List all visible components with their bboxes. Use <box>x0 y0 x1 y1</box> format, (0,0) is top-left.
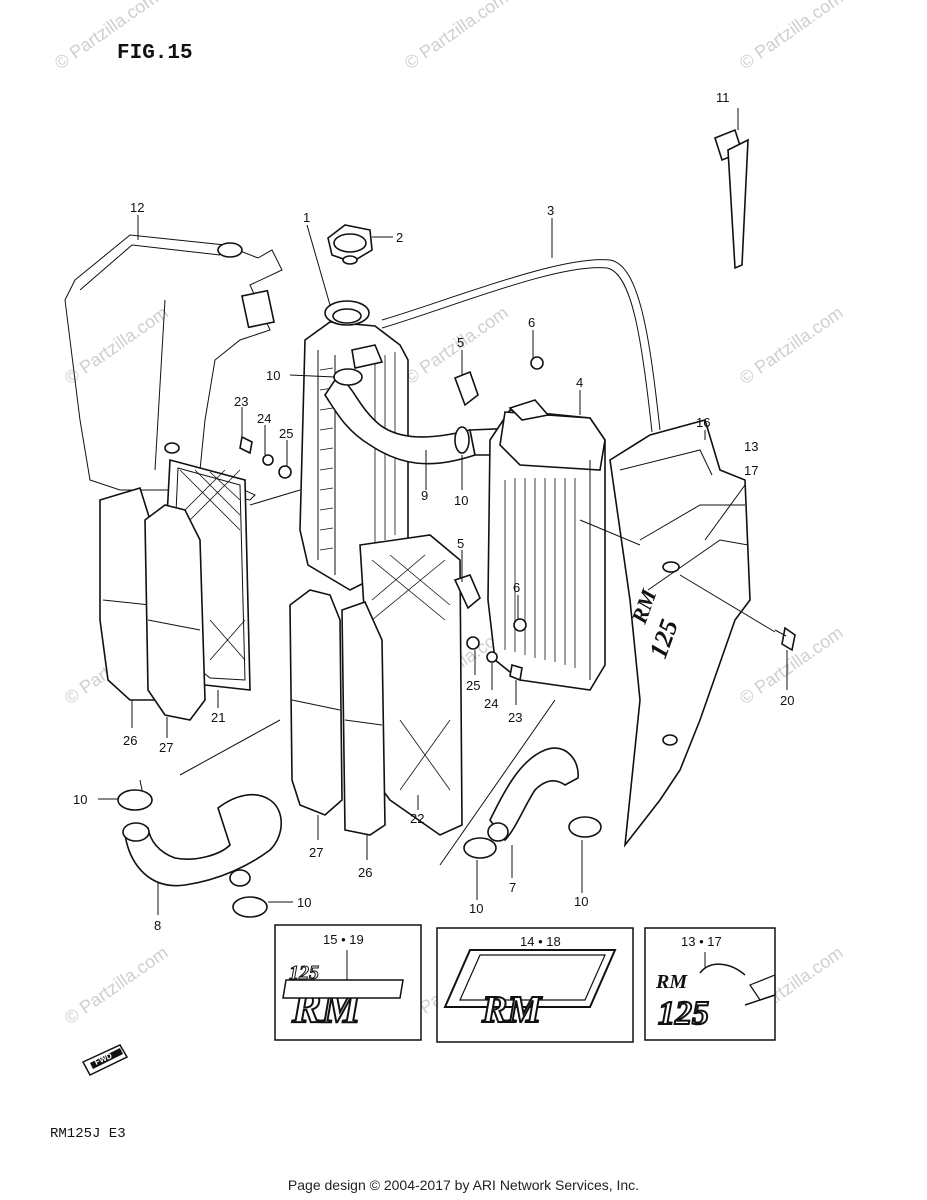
part-26-center-panel <box>341 601 386 836</box>
part-8-lower-hose <box>122 793 282 887</box>
watermark: © Partzilla.com <box>736 302 847 388</box>
callout-4: 4 <box>576 375 583 390</box>
callout-24: 24 <box>257 411 271 426</box>
decal-center: 14 • 18 RM <box>436 927 634 1043</box>
leader-lines <box>98 108 788 915</box>
mesh-pattern <box>371 554 451 791</box>
callout-9: 9 <box>421 488 428 503</box>
part-24-washer <box>262 454 274 466</box>
callout-10: 10 <box>297 895 311 910</box>
watermark: © Partzilla.com <box>61 302 172 388</box>
callout-6: 6 <box>528 315 535 330</box>
small-hardware <box>239 356 544 682</box>
decal-right-number: 125 <box>658 995 709 1032</box>
callout-10: 10 <box>454 493 468 508</box>
callout-26: 26 <box>123 733 137 748</box>
callout-10: 10 <box>574 894 588 909</box>
callout-5: 5 <box>457 335 464 350</box>
part-6-nut <box>513 618 527 632</box>
part-6-nut <box>530 356 544 370</box>
watermark: © Partzilla.com <box>736 0 847 73</box>
figure-title: FIG.15 <box>117 42 193 65</box>
mesh-pattern <box>179 469 246 661</box>
callout-26: 26 <box>358 865 372 880</box>
callout-20: 20 <box>780 693 794 708</box>
callout-16: 16 <box>696 415 710 430</box>
part-27-center-panel <box>289 589 343 816</box>
callout-11: 11 <box>716 90 730 105</box>
callout-21: 21 <box>211 710 225 725</box>
callout-5: 5 <box>457 536 464 551</box>
clamp-icon <box>568 816 602 838</box>
part-16-radiator-shroud: RM 125 <box>609 419 751 848</box>
callout-17: 17 <box>744 463 758 478</box>
callout-23: 23 <box>508 710 522 725</box>
part-2-radiator-cap <box>327 224 373 265</box>
part-7-hose <box>487 747 579 842</box>
callout-27: 27 <box>309 845 323 860</box>
callout-25: 25 <box>279 426 293 441</box>
decal-left: 15 • 19 RM 125 <box>274 924 422 1041</box>
clamp-icon <box>463 837 497 859</box>
footer-copyright: Page design © 2004-2017 by ARI Network S… <box>287 1177 640 1193</box>
part-4-right-radiator <box>487 399 606 691</box>
decal-left-label: 15 • 19 <box>323 932 364 947</box>
callout-2: 2 <box>396 230 403 245</box>
part-27-left-panel <box>144 504 206 721</box>
part-20-screw <box>774 626 796 652</box>
part-3-overflow-hose <box>381 259 661 433</box>
callout-7: 7 <box>509 880 516 895</box>
part-12-shroud-frame <box>64 234 283 501</box>
callout-25: 25 <box>466 678 480 693</box>
callout-8: 8 <box>154 918 161 933</box>
clamp-icon <box>333 368 363 386</box>
callouts: 1 2 3 4 5 5 6 6 7 8 9 10 10 10 10 10 10 … <box>73 90 794 933</box>
part-24-washer <box>486 651 498 663</box>
callout-22: 22 <box>410 811 424 826</box>
callout-27: 27 <box>159 740 173 755</box>
callout-3: 3 <box>547 203 554 218</box>
watermark: © Partzilla.com <box>61 942 172 1028</box>
callout-24: 24 <box>484 696 498 711</box>
callout-10: 10 <box>73 792 87 807</box>
part-5-bracket <box>453 574 481 610</box>
fwd-arrow-icon: FWD <box>81 1044 129 1076</box>
part-23-bolt <box>509 663 523 682</box>
decal-right-label: 13 • 17 <box>681 934 722 949</box>
callout-13: 13 <box>744 439 758 454</box>
decal-right-rm: RM <box>655 971 688 993</box>
model-code: RM125J E3 <box>50 1126 126 1142</box>
radiator-fins-right <box>504 478 576 668</box>
part-25-grommet <box>278 465 292 479</box>
part-11-cable-tie <box>714 128 749 270</box>
part-25-grommet <box>466 636 480 650</box>
callout-1: 1 <box>303 210 310 225</box>
callout-10: 10 <box>469 901 483 916</box>
callout-12: 12 <box>130 200 144 215</box>
decal-left-number: 125 <box>289 962 319 984</box>
decal-right: 13 • 17 RM 125 <box>644 927 776 1041</box>
callout-6: 6 <box>513 580 520 595</box>
watermark: © Partzilla.com <box>401 0 512 73</box>
part-26-left-panel <box>99 487 156 701</box>
part-23-bolt <box>239 435 253 455</box>
hose-clamps <box>117 368 602 918</box>
callout-10: 10 <box>266 368 280 383</box>
clamp-icon <box>232 896 268 918</box>
callout-23: 23 <box>234 394 248 409</box>
part-1-left-radiator <box>299 300 409 591</box>
part-5-bracket <box>453 370 479 407</box>
decal-center-label: 14 • 18 <box>520 934 561 949</box>
decal-center-rm: RM <box>481 989 542 1031</box>
clamp-icon <box>117 789 153 811</box>
